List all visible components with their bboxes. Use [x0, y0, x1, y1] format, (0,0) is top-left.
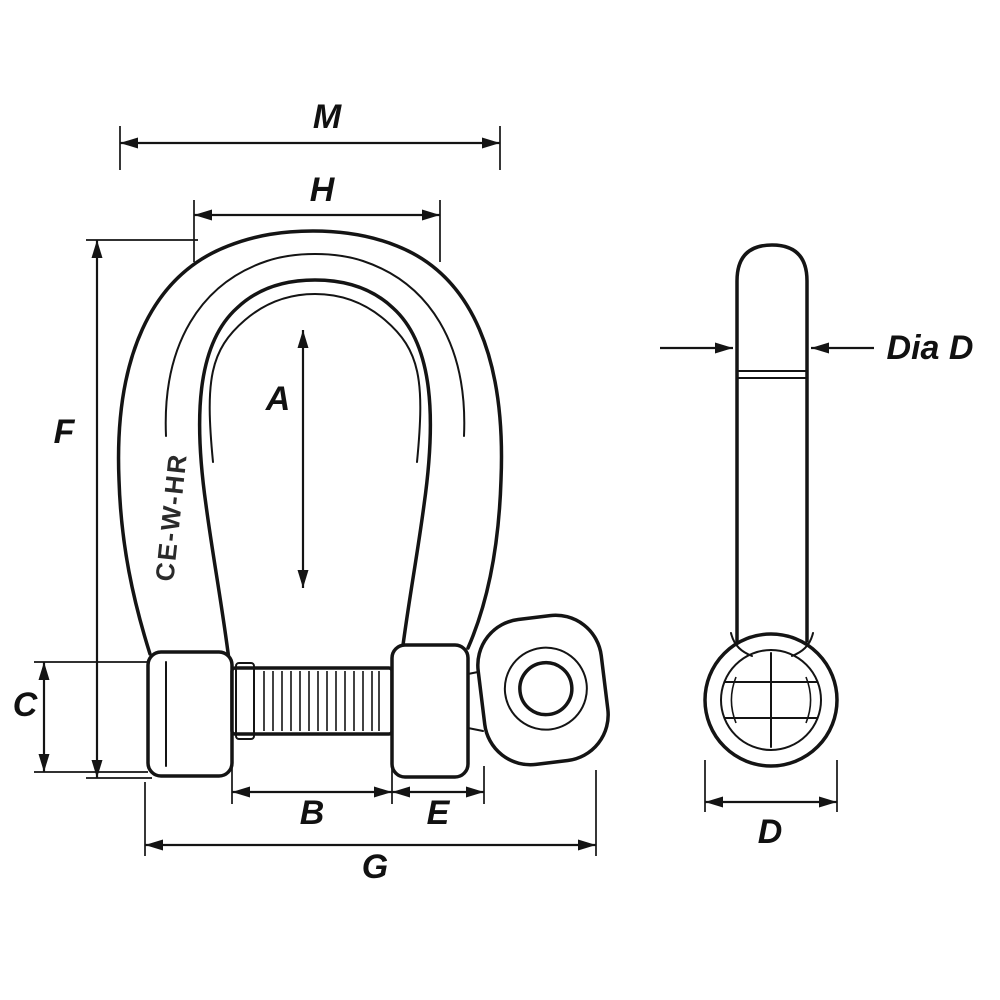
- dim-G: G: [144, 770, 597, 886]
- pin-shoulder-lines: [736, 370, 808, 379]
- dim-D-extension-lines: [704, 760, 838, 812]
- dim-C: C: [13, 661, 148, 773]
- pin-shaft: [230, 662, 394, 740]
- bow-surface-highlight-line: [164, 252, 466, 437]
- dim-D: D: [704, 760, 838, 851]
- dim-B-label: B: [300, 794, 325, 832]
- pin-side-profile: [703, 243, 839, 768]
- dim-C-label: C: [13, 686, 38, 724]
- dim-F-label: F: [54, 413, 76, 451]
- pin-thread-lines: [263, 671, 380, 731]
- eye-outer-circle: [703, 632, 839, 768]
- shackle-bow: CE-W-HR: [116, 229, 504, 670]
- dim-H: H: [193, 171, 441, 262]
- marking-text: CE-W-HR: [149, 451, 192, 582]
- dim-F: F: [54, 239, 198, 779]
- dim-D-label: D: [758, 813, 783, 851]
- front-view: CE-W-HR M: [13, 98, 610, 886]
- dim-G-extension-lines: [144, 770, 597, 856]
- bow-inner-outline: [197, 278, 433, 670]
- dim-H-label: H: [310, 171, 336, 209]
- pin-shank-outline: [735, 243, 809, 643]
- eye-shading-arc-right: [805, 676, 812, 724]
- dim-M-extension-lines: [119, 126, 501, 170]
- dim-C-extension-lines: [34, 661, 148, 773]
- pin-shaft-body: [230, 666, 394, 736]
- eye-ring-contour: [503, 646, 588, 731]
- dim-dia-d: Dia D: [660, 329, 973, 367]
- side-view: Dia D D: [660, 243, 973, 851]
- eye-inner-circle: [720, 649, 822, 751]
- dim-A: A: [265, 330, 309, 588]
- eye-head-body: [476, 613, 610, 767]
- dim-A-label: A: [265, 380, 291, 418]
- eye-hole: [518, 660, 574, 717]
- dim-E: E: [392, 766, 485, 832]
- dim-G-label: G: [362, 848, 388, 886]
- left-leg-flange: [146, 650, 234, 778]
- pin-eye-head: [476, 613, 610, 767]
- dim-M-label: M: [313, 98, 342, 136]
- bow-inner-edge-line: [208, 292, 422, 463]
- dim-B: B: [231, 742, 393, 832]
- bow-outer-outline: [116, 229, 504, 656]
- flange-body: [146, 650, 234, 778]
- right-leg-block: [390, 643, 484, 779]
- dim-dia-d-label: Dia D: [887, 329, 974, 367]
- dim-E-label: E: [427, 794, 451, 832]
- dim-M: M: [119, 98, 501, 170]
- pin-collar: [235, 662, 255, 740]
- right-block-body: [390, 643, 470, 779]
- eye-shading-arc-left: [730, 676, 737, 724]
